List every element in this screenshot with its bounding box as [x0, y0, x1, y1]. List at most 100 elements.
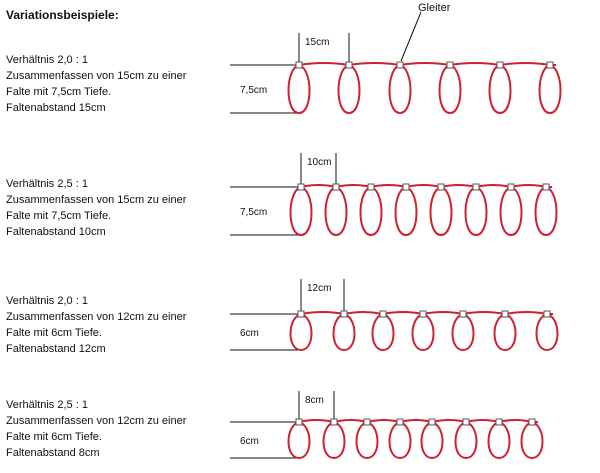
curtain-swag [499, 62, 551, 66]
curtain-swag [440, 184, 477, 188]
pleat-loop [438, 64, 462, 115]
example-3-description: Verhältnis 2,0 : 1 Zusammenfassen von 12… [6, 293, 186, 357]
depth-label: 7,5cm [240, 207, 267, 218]
curtain-swag [475, 184, 512, 188]
curtain-swag [431, 419, 467, 423]
glider-marker [462, 418, 470, 426]
glider-marker [332, 183, 340, 191]
glider-marker [428, 418, 436, 426]
depth-label: 6cm [240, 328, 259, 339]
curtain-swag [370, 184, 407, 188]
glider-marker [367, 183, 375, 191]
pleat-loop [289, 313, 313, 352]
pleat-loop [493, 313, 517, 352]
glider-marker [446, 61, 454, 69]
curtain-swag [366, 419, 401, 423]
curtain-swag [348, 62, 401, 66]
glider-marker [295, 61, 303, 69]
pleat-loop [464, 186, 488, 237]
glider-marker [507, 183, 515, 191]
glider-callout-line [400, 11, 422, 62]
pleat-loop [337, 64, 361, 115]
glider-marker [345, 61, 353, 69]
gather-text: Zusammenfassen von 12cm zu einer [6, 311, 187, 323]
glider-marker [396, 418, 404, 426]
curtain-swag [300, 184, 337, 188]
depth-text: Falte mit 7,5cm Tiefe. [6, 86, 112, 98]
pleat-loop [429, 186, 453, 237]
pleat-loop [420, 421, 444, 460]
pleat-loop [411, 313, 435, 352]
spacing-label: 12cm [307, 283, 331, 294]
spacing-label: 15cm [305, 37, 329, 48]
curtain-swag [399, 419, 433, 423]
pleat-loop [355, 421, 379, 460]
pleat-loop [499, 186, 523, 237]
pleat-loop [371, 313, 395, 352]
glider-marker [340, 310, 348, 318]
glider-marker [402, 183, 410, 191]
glider-marker [396, 61, 404, 69]
glider-marker [459, 310, 467, 318]
pleat-loop [322, 421, 346, 460]
curtain-swag [399, 62, 451, 66]
curtain-swag [335, 184, 372, 188]
spacing-text: Faltenabstand 10cm [6, 226, 106, 238]
pleat-loop [287, 64, 311, 115]
curtain-swag [462, 311, 506, 315]
ratio-text: Verhältnis 2,0 : 1 [6, 54, 88, 66]
pleat-loop [324, 186, 348, 237]
ratio-text: Verhältnis 2,5 : 1 [6, 399, 88, 411]
glider-marker [472, 183, 480, 191]
pleat-loop [359, 186, 383, 237]
pleat-loop [535, 313, 559, 352]
example-1-description: Verhältnis 2,0 : 1 Zusammenfassen von 15… [6, 52, 186, 116]
depth-text: Falte mit 6cm Tiefe. [6, 431, 102, 443]
curtain-swag [449, 62, 501, 66]
pleat-loop [289, 186, 313, 237]
spacing-label: 10cm [307, 157, 331, 168]
page-title: Variationsbeispiele: [6, 8, 119, 22]
pleat-loop [538, 64, 562, 115]
gather-text: Zusammenfassen von 15cm zu einer [6, 194, 187, 206]
pleat-loop [394, 186, 418, 237]
pleat-loop [388, 64, 412, 115]
spacing-text: Faltenabstand 12cm [6, 343, 106, 355]
pleat-loop [520, 421, 544, 460]
ratio-text: Verhältnis 2,5 : 1 [6, 178, 88, 190]
glider-marker [496, 61, 504, 69]
example-4-description: Verhältnis 2,5 : 1 Zusammenfassen von 12… [6, 397, 186, 461]
curtain-swag [300, 311, 345, 315]
curtain-swag [465, 419, 500, 423]
pleat-loop [488, 64, 512, 115]
glider-marker [419, 310, 427, 318]
glider-marker [363, 418, 371, 426]
curtain-swag [298, 62, 350, 66]
glider-marker [543, 310, 551, 318]
glider-marker [546, 61, 554, 69]
glider-marker [437, 183, 445, 191]
curtain-swag [343, 311, 384, 315]
glider-marker [295, 418, 303, 426]
glider-marker [379, 310, 387, 318]
depth-text: Falte mit 6cm Tiefe. [6, 327, 102, 339]
pleat-loop [454, 421, 478, 460]
glider-marker [542, 183, 550, 191]
pleat-loop [332, 313, 356, 352]
glider-marker [330, 418, 338, 426]
gather-text: Zusammenfassen von 15cm zu einer [6, 70, 187, 82]
curtain-swag [405, 184, 442, 188]
curtain-swag [382, 311, 424, 315]
example-2-description: Verhältnis 2,5 : 1 Zusammenfassen von 15… [6, 176, 186, 240]
pleat-loop [534, 186, 558, 237]
pleat-loop [487, 421, 511, 460]
depth-label: 6cm [240, 436, 259, 447]
pleat-loop [388, 421, 412, 460]
depth-text: Falte mit 7,5cm Tiefe. [6, 210, 112, 222]
spacing-text: Faltenabstand 15cm [6, 102, 106, 114]
curtain-swag [422, 311, 464, 315]
ratio-text: Verhältnis 2,0 : 1 [6, 295, 88, 307]
gather-text: Zusammenfassen von 12cm zu einer [6, 415, 187, 427]
spacing-label: 8cm [305, 395, 324, 406]
